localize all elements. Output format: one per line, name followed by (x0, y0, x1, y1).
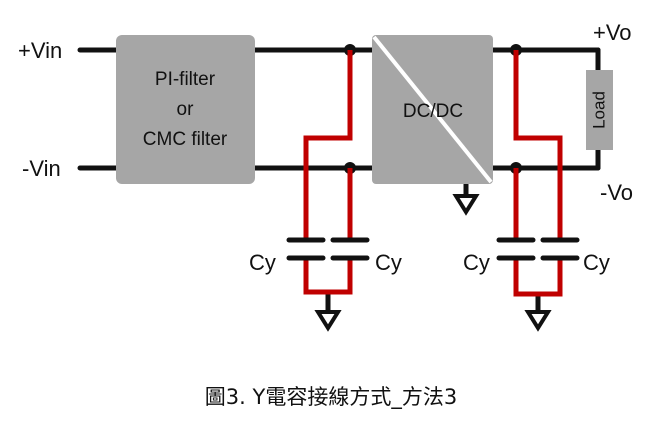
vin-pos-label: +Vin (18, 38, 62, 63)
load-label: Load (589, 91, 608, 129)
filter-label-line1: PI-filter (155, 69, 216, 90)
capacitor-plates (286, 237, 580, 261)
ground-symbols (314, 194, 552, 332)
capacitor-label: Cy (463, 250, 490, 275)
left-ycap-pos-wire (303, 50, 353, 240)
filter-label-line2: or (177, 99, 195, 120)
y-capacitor (540, 237, 580, 261)
y-capacitor (496, 237, 536, 261)
capacitor-label: Cy (583, 250, 610, 275)
capacitor-label: Cy (375, 250, 402, 275)
load-block (586, 70, 613, 150)
figure-caption: 圖3. Y電容接線方式_方法3 (204, 385, 458, 409)
y-capacitor (286, 237, 326, 261)
filter-label-line3: CMC filter (143, 129, 228, 150)
filter-block (116, 35, 255, 184)
y-capacitor (330, 237, 370, 261)
ground-icon (524, 310, 552, 332)
y-cap-wires (303, 50, 563, 297)
converter-diagonal (372, 35, 493, 184)
right-ycap-ground-wire (513, 258, 563, 297)
ground-icon (452, 194, 480, 216)
left-ycap-ground-wire (303, 258, 353, 295)
converter-label: DC/DC (403, 101, 463, 122)
vin-neg-label: -Vin (22, 156, 61, 181)
vo-neg-label: -Vo (600, 180, 633, 205)
ground-icon (314, 310, 342, 332)
capacitor-label: Cy (249, 250, 276, 275)
vo-pos-label: +Vo (593, 20, 632, 45)
right-ycap-pos-wire (513, 50, 563, 240)
